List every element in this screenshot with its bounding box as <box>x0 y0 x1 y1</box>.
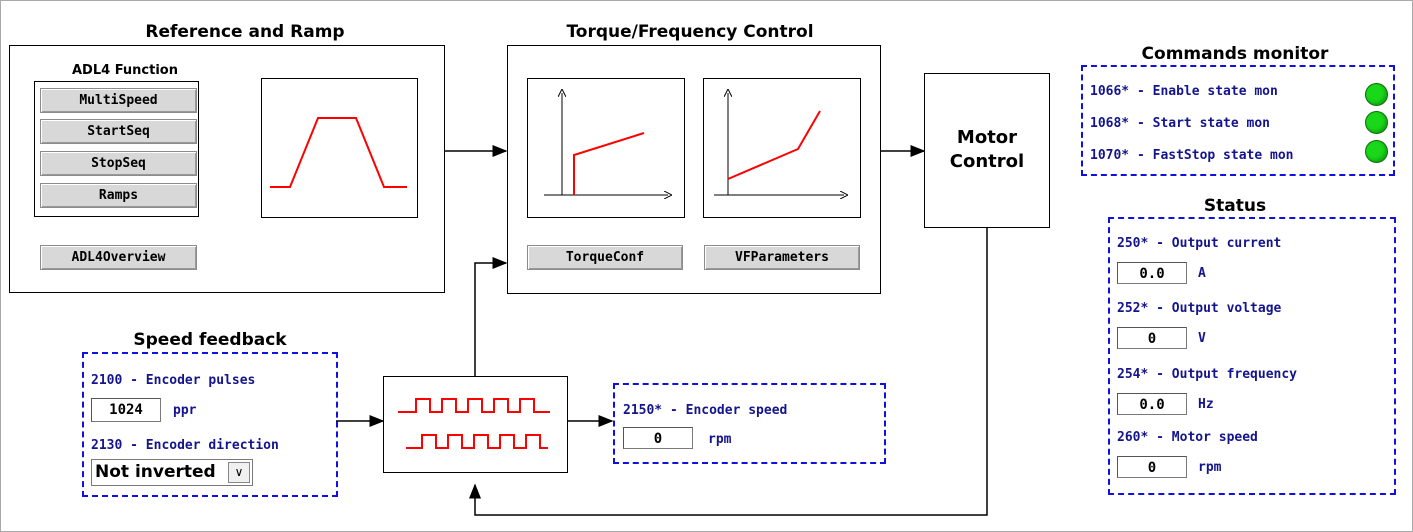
multispeed-button[interactable]: MultiSpeed <box>40 88 197 113</box>
speed-feedback-panel <box>82 352 338 497</box>
torque-frequency-title: Torque/Frequency Control <box>566 22 814 42</box>
output-voltage-unit: V <box>1198 331 1206 346</box>
motor-speed-unit: rpm <box>1198 460 1222 475</box>
vf-graph-box <box>703 78 861 218</box>
motor-speed-value: 0 <box>1117 456 1187 478</box>
motor-control-label-line2: Control <box>949 151 1025 172</box>
ramp-graph-box <box>261 78 418 218</box>
motor-control-block: Motor Control <box>924 73 1050 228</box>
motor-control-label-line1: Motor <box>956 127 1018 148</box>
enable-state-led <box>1365 83 1388 106</box>
speed-feedback-title: Speed feedback <box>133 330 287 350</box>
faststop-state-led <box>1365 140 1388 163</box>
encoder-direction-select[interactable]: Not inverted ∨ <box>91 459 253 486</box>
output-current-value: 0.0 <box>1117 262 1187 284</box>
encoder-pulse-icon <box>398 398 550 449</box>
encoder-direction-value: Not inverted <box>95 462 216 482</box>
vfparameters-button[interactable]: VFParameters <box>704 245 860 270</box>
startseq-button[interactable]: StartSeq <box>40 119 197 144</box>
wire-motor-to-encoder <box>469 227 988 516</box>
output-current-label: 250* - Output current <box>1117 236 1282 251</box>
encoder-block <box>383 376 568 473</box>
wire-encoder-to-torque <box>474 257 508 376</box>
start-state-led <box>1365 111 1388 134</box>
encoder-pulses-label: 2100 - Encoder pulses <box>91 373 256 388</box>
encoder-direction-label: 2130 - Encoder direction <box>91 438 279 453</box>
encoder-speed-unit: rpm <box>708 432 732 447</box>
ramps-button[interactable]: Ramps <box>40 183 197 208</box>
output-voltage-value: 0 <box>1117 327 1187 349</box>
torque-graph-box <box>527 78 685 218</box>
status-title: Status <box>1203 196 1267 216</box>
torque-curve-icon <box>544 79 684 217</box>
encoder-speed-panel <box>613 383 886 464</box>
output-frequency-unit: Hz <box>1198 397 1214 412</box>
status-panel <box>1108 217 1396 495</box>
enable-state-label: 1066* - Enable state mon <box>1090 84 1278 99</box>
ramp-profile-icon <box>270 117 407 188</box>
vf-curve-icon <box>714 79 860 217</box>
torqueconf-button[interactable]: TorqueConf <box>527 245 683 270</box>
motor-speed-label: 260* - Motor speed <box>1117 430 1258 445</box>
faststop-state-label: 1070* - FastStop state mon <box>1090 148 1294 163</box>
chevron-down-icon[interactable]: ∨ <box>228 462 250 483</box>
stopseq-button[interactable]: StopSeq <box>40 151 197 176</box>
start-state-label: 1068* - Start state mon <box>1090 116 1271 131</box>
output-frequency-value: 0.0 <box>1117 393 1187 415</box>
output-voltage-label: 252* - Output voltage <box>1117 301 1282 316</box>
adl4-function-title: ADL4 Function <box>71 63 178 78</box>
encoder-pulses-input[interactable]: 1024 <box>91 398 161 422</box>
encoder-speed-label: 2150* - Encoder speed <box>623 403 788 418</box>
output-frequency-label: 254* - Output frequency <box>1117 367 1298 382</box>
output-current-unit: A <box>1198 266 1206 281</box>
encoder-pulses-unit: ppr <box>173 403 197 418</box>
commands-monitor-panel <box>1081 65 1395 176</box>
reference-ramp-title: Reference and Ramp <box>145 22 345 42</box>
commands-monitor-title: Commands monitor <box>1141 44 1329 64</box>
encoder-speed-value: 0 <box>623 427 693 449</box>
adl4overview-button[interactable]: ADL4Overview <box>40 245 197 270</box>
